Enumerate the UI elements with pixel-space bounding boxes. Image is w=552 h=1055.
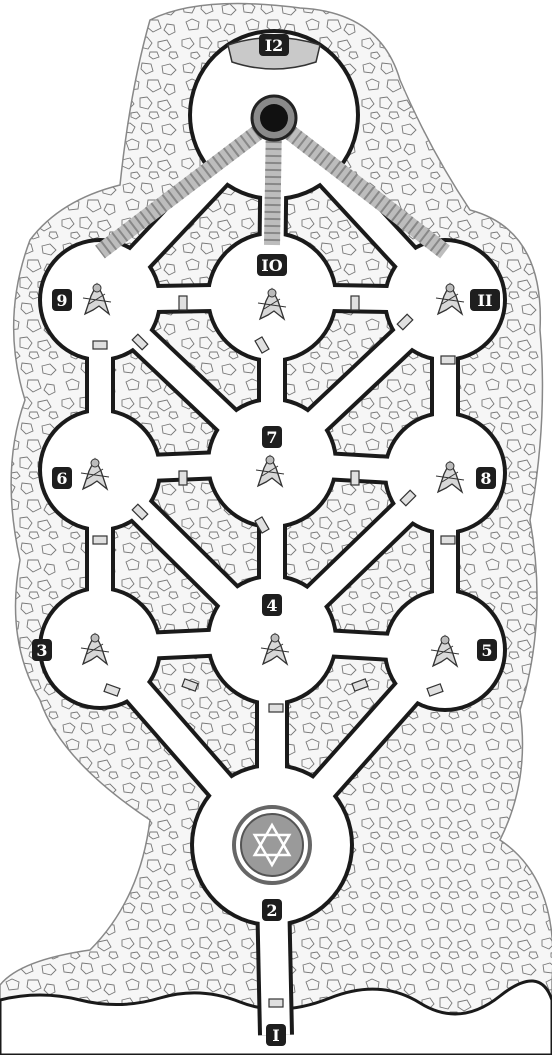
room-label-3: 3: [32, 639, 52, 661]
door-20: [269, 999, 283, 1007]
door-17: [93, 536, 107, 544]
room-label-11: II: [470, 289, 500, 311]
room-label-8-text: 8: [480, 469, 491, 488]
room-label-9-text: 9: [56, 291, 67, 310]
room-label-4-text: 4: [266, 596, 277, 615]
door-2: [351, 296, 359, 310]
room-label-1-text: I: [272, 1026, 279, 1045]
room-label-5-text: 5: [481, 641, 492, 660]
door-18: [441, 536, 455, 544]
room-label-11-text: II: [478, 291, 493, 310]
dark-orb: [260, 104, 288, 132]
door-16: [441, 356, 455, 364]
door-15: [93, 341, 107, 349]
room-label-7-text: 7: [266, 428, 277, 447]
room-label-5: 5: [477, 639, 497, 661]
room-label-10: IO: [257, 254, 287, 276]
room-label-3-text: 3: [36, 641, 47, 660]
room-label-6-text: 6: [56, 469, 67, 488]
door-4: [351, 471, 359, 485]
room-label-12-text: I2: [265, 36, 284, 55]
room-label-2: 2: [262, 899, 282, 921]
room-label-9: 9: [52, 289, 72, 311]
room-label-7: 7: [262, 426, 282, 448]
room-label-12: I2: [259, 34, 289, 56]
room-label-1: I: [266, 1024, 286, 1046]
room-label-8: 8: [476, 467, 496, 489]
door-3: [179, 471, 187, 485]
door-1: [179, 296, 187, 310]
room-label-6: 6: [52, 467, 72, 489]
room-label-2-text: 2: [266, 901, 277, 920]
room-label-10-text: IO: [261, 256, 282, 275]
door-19: [269, 704, 283, 712]
room-label-4: 4: [262, 594, 282, 616]
